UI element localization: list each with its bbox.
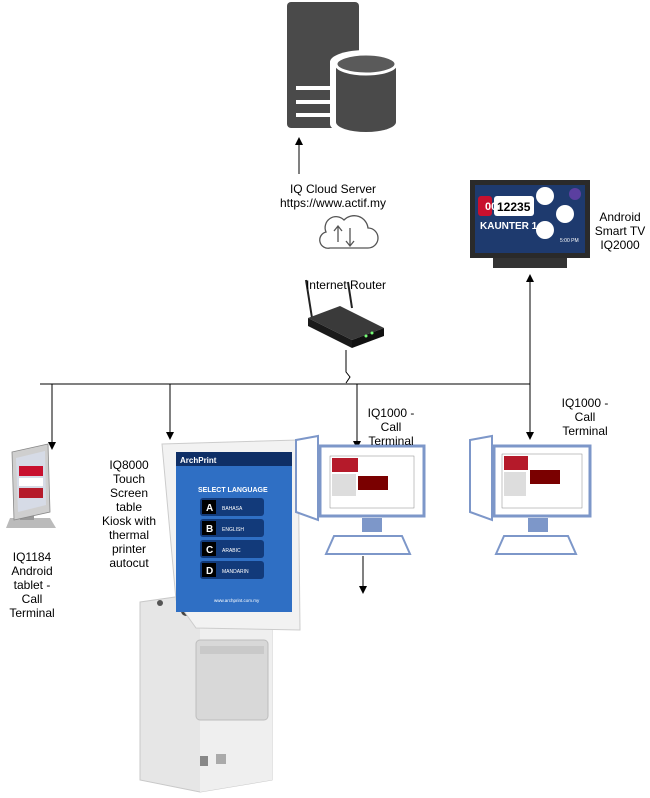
kiosk-option-key: B (206, 524, 213, 535)
kiosk-brand: ArchPrint (180, 456, 217, 465)
router-label: Internet Router (305, 278, 387, 292)
router-icon (305, 279, 384, 348)
kiosk-option-label: ARABIC (222, 548, 241, 554)
tablet-label: IQ1184 Android tablet - Call Terminal (9, 550, 55, 620)
tv-label: Android Smart TV IQ2000 (594, 210, 646, 252)
kiosk-option-key: A (206, 503, 213, 514)
touch-kiosk: ArchPrint SELECT LANGUAGE A BAHASA B ENG… (139, 439, 301, 793)
server-label: IQ Cloud Server https://www.actif.my (279, 182, 387, 210)
desktop-pc-2 (469, 434, 592, 555)
kiosk-option-key: C (206, 545, 213, 556)
desktop-pc-1 (295, 434, 426, 555)
kiosk-url: www.archprint.com.my (214, 598, 260, 603)
kiosk-option-key: D (206, 566, 213, 577)
kiosk-option-label: ENGLISH (222, 527, 244, 533)
kiosk-language-list: A BAHASA B ENGLISH C ARABIC D MANDARIN (200, 498, 264, 579)
kiosk-label: IQ8000 Touch Screen table Kiosk with the… (101, 458, 157, 570)
kiosk-option-label: MANDARIN (222, 569, 249, 575)
tv-time: 5:00 PM (560, 238, 579, 244)
cloud-icon (319, 215, 379, 249)
tv-ticket-prefix: 00 (485, 201, 497, 213)
pc2-label: IQ1000 - Call Terminal (561, 396, 609, 438)
kiosk-option-label: BAHASA (222, 506, 243, 512)
kiosk-prompt: SELECT LANGUAGE (198, 487, 268, 494)
tv-ticket-number: 12235 (497, 200, 531, 214)
android-tablet (6, 443, 56, 528)
server-icon (287, 2, 402, 136)
tv-counter: KAUNTER 1 (480, 221, 538, 232)
smart-tv: 00 12235 KAUNTER 1 5:00 PM (470, 180, 590, 268)
pc1-label: IQ1000 - Call Terminal (367, 406, 415, 448)
